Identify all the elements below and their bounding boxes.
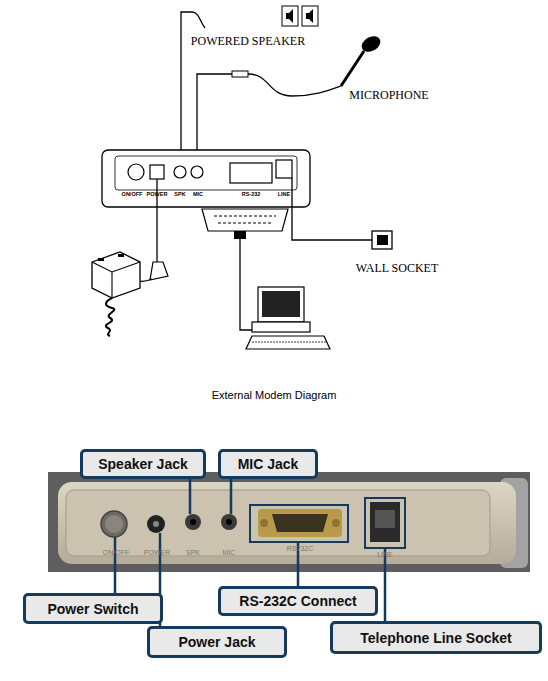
phone-cable: [292, 178, 372, 240]
keyboard: [246, 336, 330, 349]
speaker-symbol: [286, 9, 293, 23]
leader-line: [384, 548, 387, 621]
photo-background: [48, 472, 530, 572]
modem-panel: [115, 156, 297, 190]
mic-jack: [191, 166, 203, 178]
photo-line-hole: [375, 510, 395, 528]
photo-power-jack: [147, 515, 165, 533]
microphone-handle: [341, 51, 364, 86]
photo-mic-hole: [226, 519, 232, 525]
figure-caption: External Modem Diagram: [212, 390, 337, 401]
computer-base: [252, 322, 310, 332]
leader-line: [189, 479, 192, 514]
speaker-symbol: [306, 9, 313, 23]
photo-line-socket: [370, 502, 400, 542]
port-label: POWER: [147, 192, 168, 198]
panel-print: ON/OFF: [103, 549, 129, 556]
callout-box: MIC Jack: [218, 449, 318, 479]
speaker-icon: [302, 6, 318, 26]
microphone-plug: [232, 71, 248, 77]
wall-socket-hole: [377, 235, 388, 245]
callout-text: Power Jack: [178, 634, 255, 650]
highlight-frame: [365, 498, 405, 548]
photo-db9-screw: [332, 519, 340, 527]
photo-db9: [258, 509, 342, 537]
port-label: MIC: [193, 192, 203, 198]
panel-print: POWER: [144, 549, 170, 556]
adapter-edge: [111, 272, 112, 298]
monitor: [258, 287, 304, 322]
adapter-prong: [98, 258, 104, 261]
callout-box: Power Switch: [23, 593, 163, 624]
photo-speaker-jack: [185, 514, 201, 530]
part-name: WALL SOCKET: [356, 262, 439, 274]
db25-connector: [202, 209, 288, 231]
connector-pins: [214, 216, 276, 217]
adapter-prong: [118, 254, 124, 257]
rs232-port: [230, 163, 272, 183]
coiled-cord: [106, 298, 114, 336]
modem-body: [102, 150, 310, 207]
photo-db9-shell: [272, 514, 328, 532]
callout-text: Telephone Line Socket: [360, 630, 511, 646]
microphone-cable: [248, 74, 341, 96]
connector-boot: [234, 231, 246, 239]
callout-box: Speaker Jack: [80, 449, 206, 479]
photo-power-switch: [101, 511, 127, 537]
power-plug: [150, 262, 168, 280]
connector-pins: [218, 223, 272, 224]
speaker-icon: [282, 6, 298, 26]
speaker-jack: [174, 166, 186, 178]
line-socket: [276, 160, 292, 178]
power-switch: [128, 164, 144, 180]
port-label: SPK: [174, 192, 185, 198]
photo-power-switch-cap: [105, 515, 123, 533]
panel-print: MIC: [223, 549, 236, 556]
photo-mic-jack: [221, 514, 237, 530]
highlight-frame: [250, 505, 348, 542]
adapter-edge: [92, 262, 140, 272]
power-jack: [150, 165, 164, 179]
port-label: LINE: [278, 192, 291, 198]
leader-line: [230, 479, 233, 514]
photo-speaker-hole: [190, 519, 196, 525]
keyboard-keys: [252, 342, 326, 343]
wall-socket-icon: [372, 231, 392, 249]
port-label: ON/OFF: [122, 192, 143, 198]
callout-box: RS-232C Connect: [218, 586, 378, 616]
panel-print: RS232C: [287, 545, 313, 552]
callout-text: Power Switch: [47, 601, 138, 617]
part-name: MICROPHONE: [349, 89, 428, 101]
port-label: RS-232: [242, 192, 261, 198]
panel-print: SPK: [186, 549, 200, 556]
callout-text: RS-232C Connect: [239, 593, 356, 609]
part-name: POWERED SPEAKER: [191, 35, 305, 47]
serial-cable: [240, 239, 256, 330]
callout-box: Power Jack: [147, 626, 287, 658]
panel-print: LINE: [377, 551, 393, 558]
callout-text: Speaker Jack: [98, 456, 188, 472]
power-adapter: [92, 252, 140, 298]
leader-line: [114, 537, 117, 593]
rear-recess: [66, 490, 490, 556]
callout-box: Telephone Line Socket: [330, 621, 542, 654]
photo-power-pin: [153, 521, 159, 527]
rear-panel: [58, 482, 516, 564]
callout-text: MIC Jack: [238, 456, 299, 472]
photo-db9-screw: [260, 519, 268, 527]
monitor-screen: [262, 291, 300, 317]
